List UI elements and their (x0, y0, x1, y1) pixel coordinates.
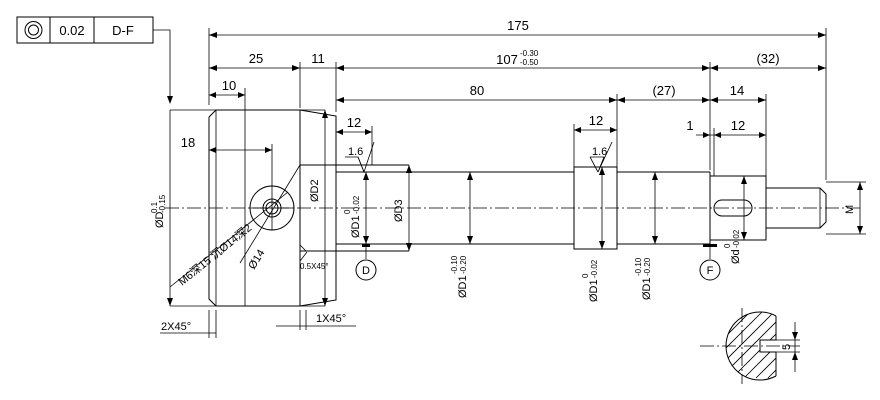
diameter-d2: ØD2 (309, 179, 321, 202)
thread-note: M6深15 沉Ø14深2 (176, 221, 255, 288)
dim-27-ref: (27) (652, 83, 675, 98)
datum-markers: D F (355, 244, 721, 281)
diameter-d1-left-upper: 0 (343, 209, 352, 214)
datum-d: D (362, 265, 370, 277)
thread-m: M (844, 205, 856, 214)
dimension-lines: 175 25 11 107 -0.30 -0.50 (32) 10 8 (150, 18, 866, 307)
dim-107-upper: -0.30 (520, 49, 539, 58)
diameter-flange: ØD (154, 211, 166, 228)
diameter-d-upper: 0 (723, 243, 732, 248)
dim-12-left: 12 (347, 115, 361, 130)
keyway-section: 5 (700, 308, 800, 384)
tolerance-frame: 0.02 D-F (16, 16, 173, 104)
diameter-d3: ØD3 (393, 199, 405, 222)
surface-finish-icon (345, 141, 375, 174)
diameter-d1-b-upper: 0 (581, 273, 590, 278)
dim-107: 107 (496, 52, 518, 67)
concentricity-icon (24, 21, 43, 39)
diameter-d1-c-upper: -0.10 (634, 257, 643, 276)
chamfer-1x45: 1X45° (316, 313, 346, 325)
surface-finish-left: 1.6 (348, 146, 363, 158)
dim-12-right: 12 (731, 118, 745, 133)
diameter-d1-b: ØD1 (588, 279, 600, 302)
diameter-flange-lower: -0.15 (158, 194, 167, 213)
dim-107-lower: -0.50 (520, 58, 539, 67)
datum-f: F (707, 265, 714, 277)
diameter-d1-b-lower: -0.02 (590, 259, 599, 278)
dim-11: 11 (311, 51, 325, 66)
diameter-d1-c: ØD1 (641, 277, 653, 300)
diameter-d1-a-upper: -0.10 (450, 255, 459, 274)
surface-finish-symbols: 1.6 1.6 (345, 141, 613, 174)
diameter-d1-a-lower: -0.20 (459, 255, 468, 274)
dim-14: 14 (730, 83, 744, 98)
chamfer-2x45: 2X45° (161, 321, 191, 333)
diameter-flange-upper: 0.1 (150, 201, 159, 213)
dim-18: 18 (181, 135, 195, 150)
dim-1: 1 (686, 118, 693, 133)
tolerance-value: 0.02 (59, 23, 84, 38)
surface-finish-mid: 1.6 (592, 146, 607, 158)
dim-10: 10 (222, 78, 236, 93)
diameter-d1-a: ØD1 (457, 275, 469, 298)
dim-80: 80 (470, 83, 484, 98)
dim-12-mid: 12 (589, 113, 603, 128)
tapped-hole: M6深15 沉Ø14深2 Ø14 (169, 164, 301, 288)
key-width: 5 (781, 344, 793, 350)
dim-32-ref: (32) (756, 51, 779, 66)
diameter-d1-c-lower: -0.20 (643, 257, 652, 276)
tolerance-datum: D-F (112, 23, 134, 38)
chamfer-0-5x45: 0.5X45° (300, 262, 329, 271)
surface-finish-icon (589, 141, 613, 173)
dim-overall-length: 175 (507, 18, 529, 33)
diameter-d1-left-lower: -0.02 (352, 195, 361, 214)
diameter-d-lower: -0.02 (732, 229, 741, 248)
chamfer-notes: 2X45° 1X45° 0.5X45° (160, 251, 356, 338)
diameter-d1-left: ØD1 (350, 215, 362, 238)
diameter-d-small: Ød (730, 249, 742, 264)
diameter-14-label: Ø14 (246, 248, 267, 272)
dim-25: 25 (249, 51, 263, 66)
